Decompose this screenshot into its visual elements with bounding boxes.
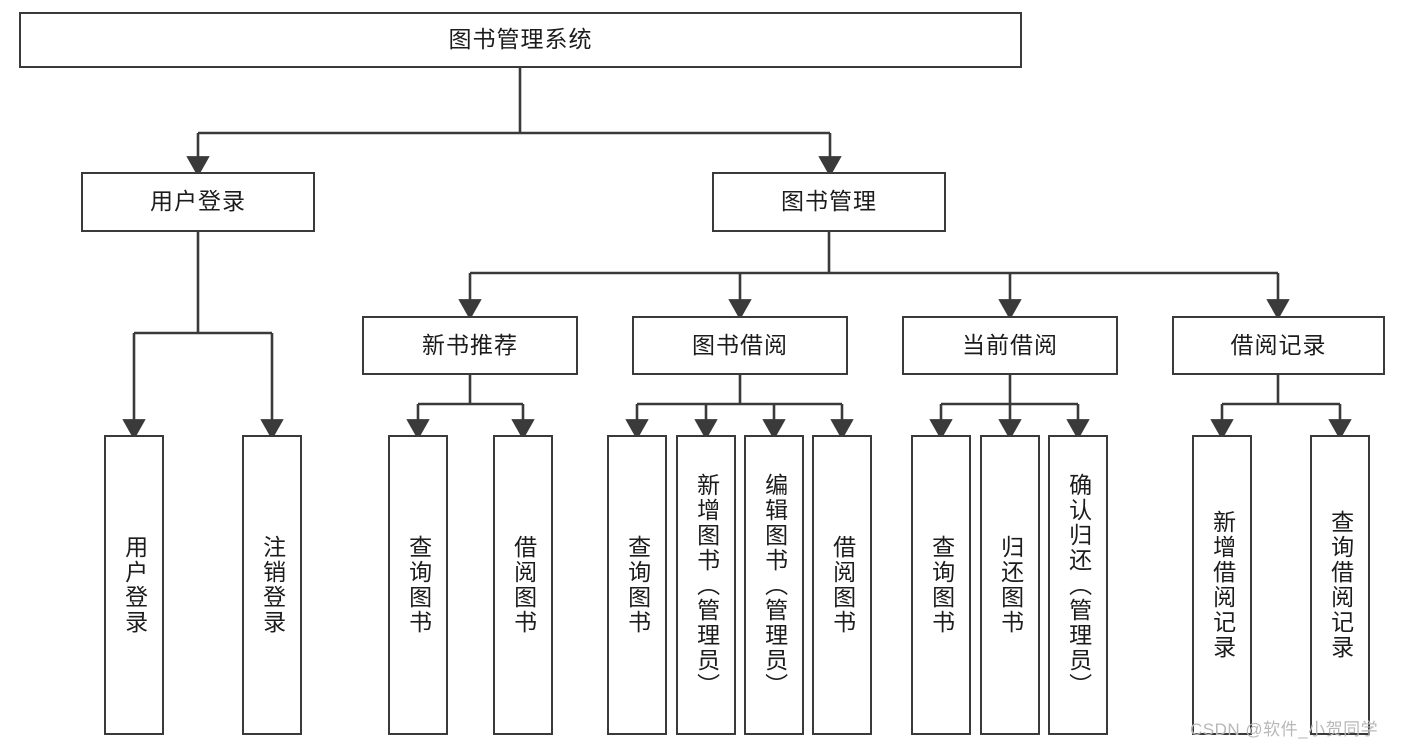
node-label: 注销登录: [259, 535, 286, 635]
node-label: 当前借阅: [962, 331, 1058, 358]
node-label: 图书管理: [781, 188, 877, 215]
leaf-book-borrow-borrow[interactable]: 借阅图书: [812, 435, 872, 735]
leaf-borrow-record-add[interactable]: 新增借阅记录: [1192, 435, 1252, 735]
leaf-user-login-login[interactable]: 用户登录: [104, 435, 164, 735]
leaf-new-book-borrow[interactable]: 借阅图书: [493, 435, 553, 735]
node-user-login[interactable]: 用户登录: [81, 172, 315, 232]
node-label: 图书借阅: [692, 331, 788, 358]
node-label: 借阅图书: [510, 535, 537, 635]
node-label: 新书推荐: [422, 331, 518, 358]
leaf-current-borrow-return[interactable]: 归还图书: [980, 435, 1040, 735]
node-borrow-record[interactable]: 借阅记录: [1172, 316, 1385, 375]
node-label: 借阅图书: [829, 535, 856, 635]
leaf-new-book-query[interactable]: 查询图书: [388, 435, 448, 735]
node-label: 借阅记录: [1230, 331, 1327, 358]
leaf-book-borrow-edit-admin[interactable]: 编辑图书（管理员）: [744, 435, 804, 735]
node-label: 查询图书: [405, 535, 432, 635]
node-label: 用户登录: [121, 535, 148, 635]
node-label: 查询图书: [624, 535, 651, 635]
node-label: 新增借阅记录: [1209, 510, 1236, 660]
node-label: 编辑图书（管理员）: [761, 472, 788, 698]
leaf-current-borrow-query[interactable]: 查询图书: [911, 435, 971, 735]
node-label: 用户登录: [150, 188, 246, 215]
node-label: 查询借阅记录: [1327, 510, 1354, 660]
leaf-borrow-record-query[interactable]: 查询借阅记录: [1310, 435, 1370, 735]
leaf-book-borrow-add-admin[interactable]: 新增图书（管理员）: [676, 435, 736, 735]
leaf-user-login-logout[interactable]: 注销登录: [242, 435, 302, 735]
node-label: 归还图书: [997, 535, 1024, 635]
node-new-book-recommend[interactable]: 新书推荐: [362, 316, 578, 375]
node-label: 确认归还（管理员）: [1065, 472, 1092, 698]
leaf-current-borrow-confirm-admin[interactable]: 确认归还（管理员）: [1048, 435, 1108, 735]
leaf-book-borrow-query[interactable]: 查询图书: [607, 435, 667, 735]
node-root-system[interactable]: 图书管理系统: [19, 12, 1022, 68]
csdn-watermark: CSDN @软件_小贺同学: [1190, 720, 1379, 739]
node-label: 查询图书: [928, 535, 955, 635]
node-label: 图书管理系统: [448, 26, 593, 53]
node-book-management[interactable]: 图书管理: [712, 172, 946, 232]
node-current-borrow[interactable]: 当前借阅: [902, 316, 1118, 375]
node-label: 新增图书（管理员）: [693, 472, 720, 698]
node-book-borrow[interactable]: 图书借阅: [632, 316, 848, 375]
